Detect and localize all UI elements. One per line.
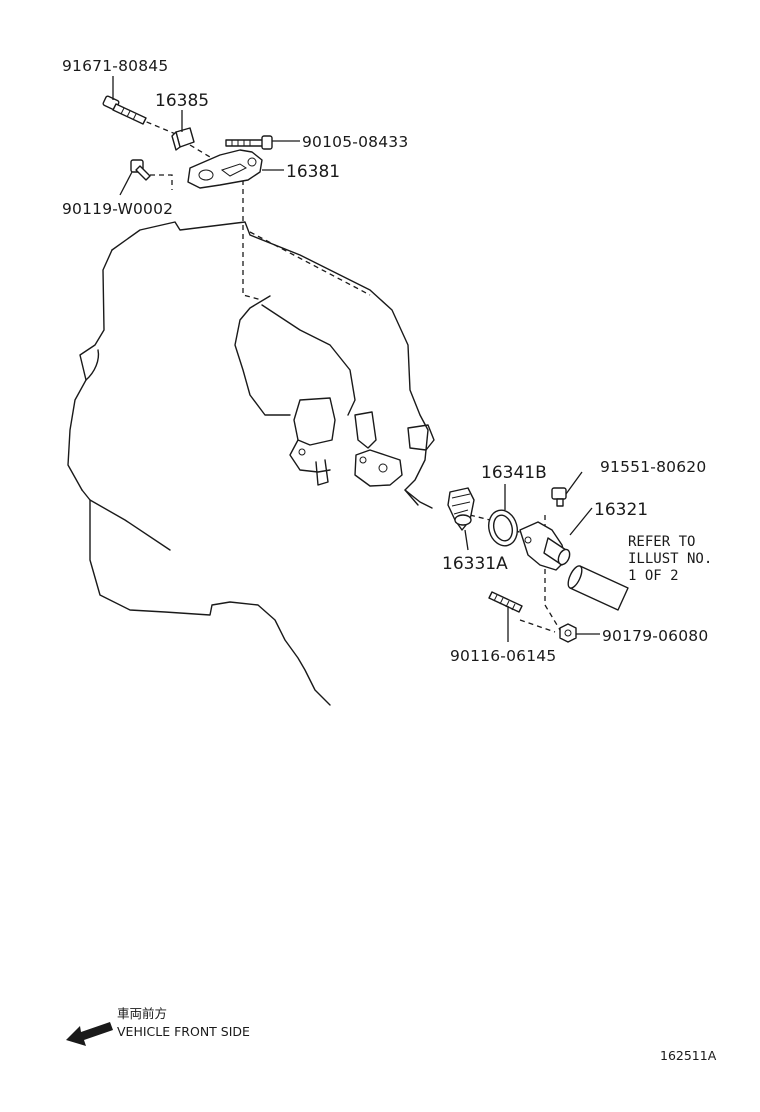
stud-90116-part <box>488 591 523 613</box>
engine-outline <box>67 221 435 706</box>
bolt-91671-part <box>102 95 147 125</box>
bolt-90105-part <box>225 135 273 150</box>
vehicle-front-indicator: 車両前方 VEHICLE FRONT SIDE <box>66 1006 250 1046</box>
label-16331A: 16331A <box>442 554 508 574</box>
hose-part <box>567 565 629 611</box>
front-label-english: VEHICLE FRONT SIDE <box>117 1024 250 1039</box>
bolt-90119-part <box>130 159 151 181</box>
label-90119: 90119-W0002 <box>62 200 173 218</box>
front-arrow-icon <box>66 1022 113 1046</box>
label-91551: 91551-80620 <box>600 458 706 476</box>
gasket-16341B-part <box>487 509 519 547</box>
label-90116: 90116-06145 <box>450 647 556 665</box>
nut-90179-part <box>559 623 577 643</box>
refer-note: REFER TO ILLUST NO. 1 OF 2 <box>628 534 712 584</box>
label-90179: 90179-06080 <box>602 627 708 645</box>
label-16381: 16381 <box>286 162 340 182</box>
part-labels: 91671-80845 16385 90105-08433 16381 9011… <box>62 57 708 665</box>
label-91671: 91671-80845 <box>62 57 168 75</box>
refer-note-line3: 1 OF 2 <box>628 568 679 584</box>
label-90105: 90105-08433 <box>302 133 408 151</box>
label-16385: 16385 <box>155 91 209 111</box>
refer-note-line1: REFER TO <box>628 534 695 550</box>
bracket-16381-part <box>187 149 263 189</box>
label-16341B: 16341B <box>481 463 547 483</box>
refer-note-line2: ILLUST NO. <box>628 551 712 567</box>
water-inlet-16321-part <box>519 521 571 571</box>
illustration-code: 162511A <box>660 1048 717 1063</box>
thermostat-16331A-part <box>447 487 475 531</box>
bolt-91551-part <box>551 487 567 507</box>
label-16321: 16321 <box>594 500 648 520</box>
spacer-16385-part <box>171 127 195 151</box>
front-label-japanese: 車両前方 <box>117 1006 167 1021</box>
leader-lines <box>112 76 600 642</box>
